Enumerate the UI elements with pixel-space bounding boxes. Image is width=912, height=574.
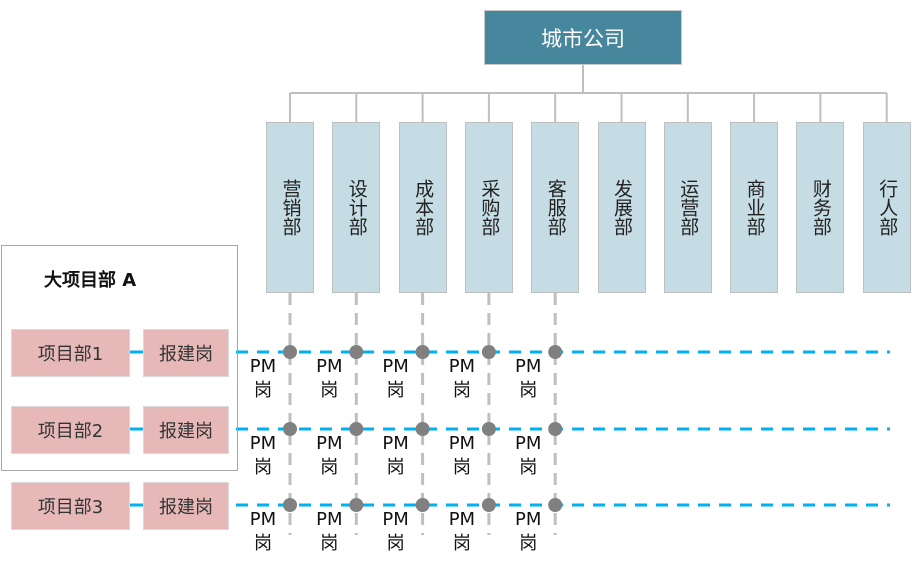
intersection-dot [415,345,430,359]
intersection-dot [349,498,364,512]
pm-label-line1: PM [514,433,542,454]
intersection-dot [548,422,563,436]
pm-label-line1: PM [249,509,277,530]
department-label: 采购部 [478,179,501,236]
department-node: 发展部 [597,122,646,293]
permit-role-node: 报建岗 [143,406,229,454]
pm-label-line2: 岗 [320,533,339,554]
big-project-title: 大项目部 A [44,270,137,291]
intersection-dot [415,498,430,512]
intersection-dot [548,345,563,359]
pm-label-line2: 岗 [386,380,405,401]
big-project-group [1,245,238,471]
pm-role-label: PM 岗 [309,432,349,480]
pm-role-label: PM 岗 [243,508,283,556]
pm-role-label: PM 岗 [508,355,548,403]
city-company-node: 城市公司 [484,10,682,65]
pm-label-line2: 岗 [519,457,538,478]
pm-label-line1: PM [316,509,343,530]
department-node: 商业部 [730,122,779,293]
pm-role-label: PM 岗 [309,355,349,403]
project-node: 项目部3 [11,482,130,530]
department-node: 营销部 [266,122,314,293]
permit-role-label: 报建岗 [159,421,213,442]
pm-label-line2: 岗 [386,533,405,554]
pm-role-label: PM 岗 [243,432,283,480]
permit-role-label: 报建岗 [159,497,213,518]
department-label: 营销部 [279,179,302,236]
project-label: 项目部1 [37,344,104,365]
department-label: 财务部 [809,179,832,236]
pm-label-line2: 岗 [254,380,272,401]
department-label: 行人部 [876,179,899,236]
pm-label-line1: PM [249,356,277,377]
pm-role-label: PM 岗 [508,432,548,480]
intersection-dot [349,345,364,359]
pm-label-line2: 岗 [320,380,339,401]
pm-label-line1: PM [316,433,343,454]
pm-label-line1: PM [382,433,409,454]
intersection-dot [283,422,297,436]
pm-role-label: PM 岗 [508,508,548,556]
department-node: 采购部 [464,122,513,293]
pm-role-label: PM 岗 [442,355,482,403]
department-node: 客服部 [531,122,580,293]
project-label: 项目部2 [37,421,104,442]
pm-label-line1: PM [382,356,409,377]
pm-label-line2: 岗 [452,457,471,478]
pm-label-line1: PM [382,509,409,530]
department-label: 客服部 [544,179,567,236]
pm-label-line2: 岗 [519,380,538,401]
pm-label-line2: 岗 [254,457,272,478]
intersection-dot [481,345,496,359]
intersection-dot [481,422,496,436]
pm-label-line2: 岗 [452,533,471,554]
pm-label-line2: 岗 [519,533,538,554]
pm-role-label: PM 岗 [442,508,482,556]
intersection-dot [481,498,496,512]
project-node: 项目部1 [11,329,130,377]
pm-role-label: PM 岗 [243,355,283,403]
department-label: 成本部 [412,179,435,236]
department-label: 商业部 [743,179,766,236]
department-label: 设计部 [345,179,368,236]
city-company-label: 城市公司 [541,26,625,51]
pm-role-label: PM 岗 [376,355,416,403]
permit-role-node: 报建岗 [143,329,229,377]
permit-role-node: 报建岗 [143,482,229,530]
pm-label-line1: PM [249,433,277,454]
project-node: 项目部2 [11,406,130,454]
pm-role-label: PM 岗 [376,432,416,480]
intersection-dot [349,422,364,436]
pm-label-line1: PM [448,509,476,530]
department-node: 成本部 [398,122,447,293]
department-node: 设计部 [332,122,381,293]
department-node: 行人部 [862,122,911,293]
pm-label-line1: PM [448,433,476,454]
pm-label-line1: PM [316,356,343,377]
department-node: 财务部 [796,122,845,293]
department-node: 运营部 [663,122,712,293]
intersection-dot [415,422,430,436]
pm-label-line2: 岗 [386,457,405,478]
pm-label-line1: PM [514,356,542,377]
pm-label-line1: PM [448,356,476,377]
project-label: 项目部3 [37,497,104,518]
pm-role-label: PM 岗 [309,508,349,556]
intersection-dot [283,498,297,512]
department-label: 发展部 [611,179,633,236]
pm-role-label: PM 岗 [442,432,482,480]
pm-role-label: PM 岗 [376,508,416,556]
intersection-dot [283,345,297,359]
permit-role-label: 报建岗 [159,344,213,365]
pm-label-line1: PM [514,509,542,530]
department-label: 运营部 [677,179,700,236]
intersection-dot [548,498,563,512]
pm-label-line2: 岗 [254,533,272,554]
pm-label-line2: 岗 [320,457,339,478]
pm-label-line2: 岗 [452,380,471,401]
